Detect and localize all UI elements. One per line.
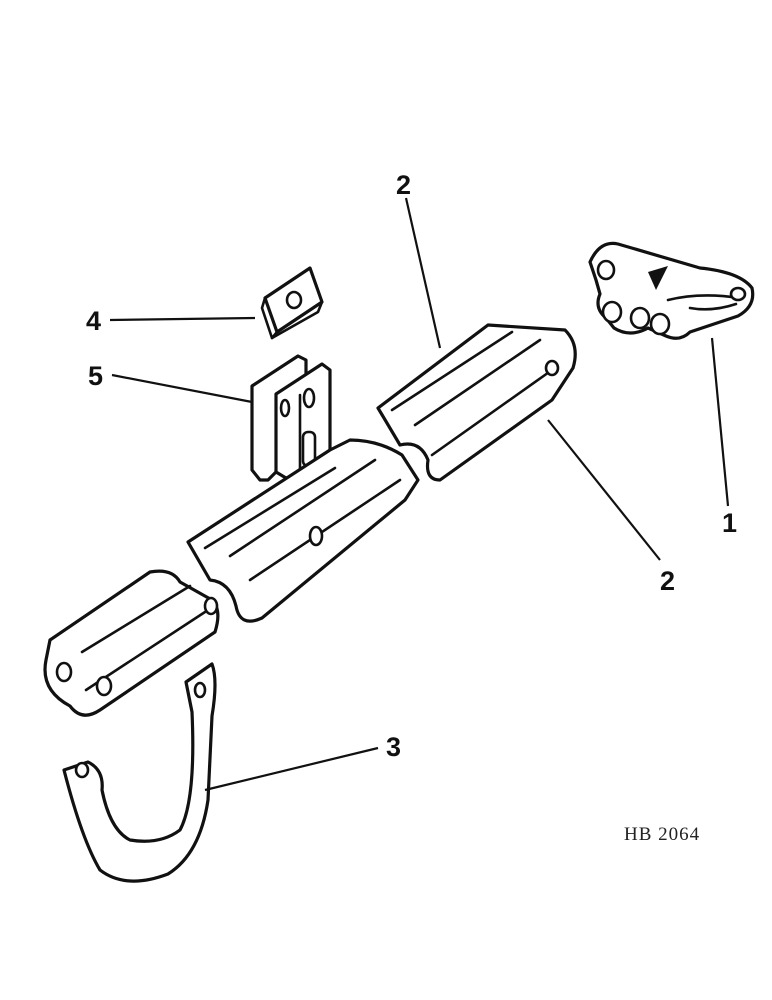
callout-2-right: 2 (660, 566, 675, 596)
leader-lines (109, 197, 730, 792)
reference-code: HB 2064 (624, 824, 700, 845)
leader-4 (109, 316, 256, 322)
part-4-square-plate (260, 266, 324, 340)
leader-2-right (547, 419, 661, 561)
leader-5 (111, 373, 253, 404)
part-2-middle-link (186, 438, 420, 623)
chain-end-link (43, 569, 220, 717)
part-5-clip-bracket (250, 354, 332, 482)
callout-2-top: 2 (396, 170, 411, 200)
leader-2-top (404, 197, 442, 349)
callout-5: 5 (88, 361, 103, 391)
callout-4: 4 (86, 306, 101, 336)
part-2-upper-link (376, 323, 577, 482)
leader-3 (204, 746, 379, 792)
callout-1: 1 (722, 508, 737, 538)
callout-3: 3 (386, 732, 401, 762)
part-1-yoke-clevis (588, 241, 755, 340)
leader-1 (710, 337, 730, 507)
part-3-u-hook (62, 662, 217, 883)
